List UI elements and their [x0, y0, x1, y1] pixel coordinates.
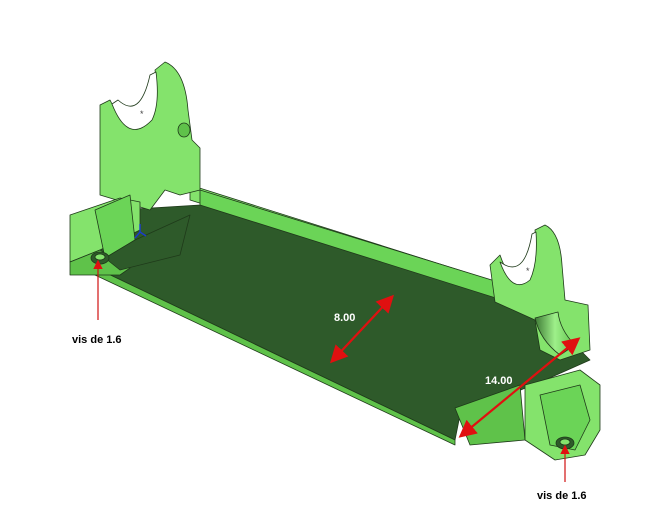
left-screw-label: vis de 1.6 — [72, 334, 122, 346]
right-screw-label: vis de 1.6 — [537, 490, 587, 502]
origin-marker-icon: * — [526, 266, 530, 276]
coordinate-triad-icon — [134, 224, 147, 239]
left-clip — [69, 61, 201, 276]
dimension-arrow-width[interactable] — [329, 294, 395, 364]
origin-marker-icon: * — [140, 109, 144, 119]
dimension-arrow-span[interactable] — [458, 337, 581, 438]
span-dimension-label[interactable]: 14.00 — [485, 375, 513, 387]
width-dimension-label[interactable]: 8.00 — [334, 312, 356, 324]
